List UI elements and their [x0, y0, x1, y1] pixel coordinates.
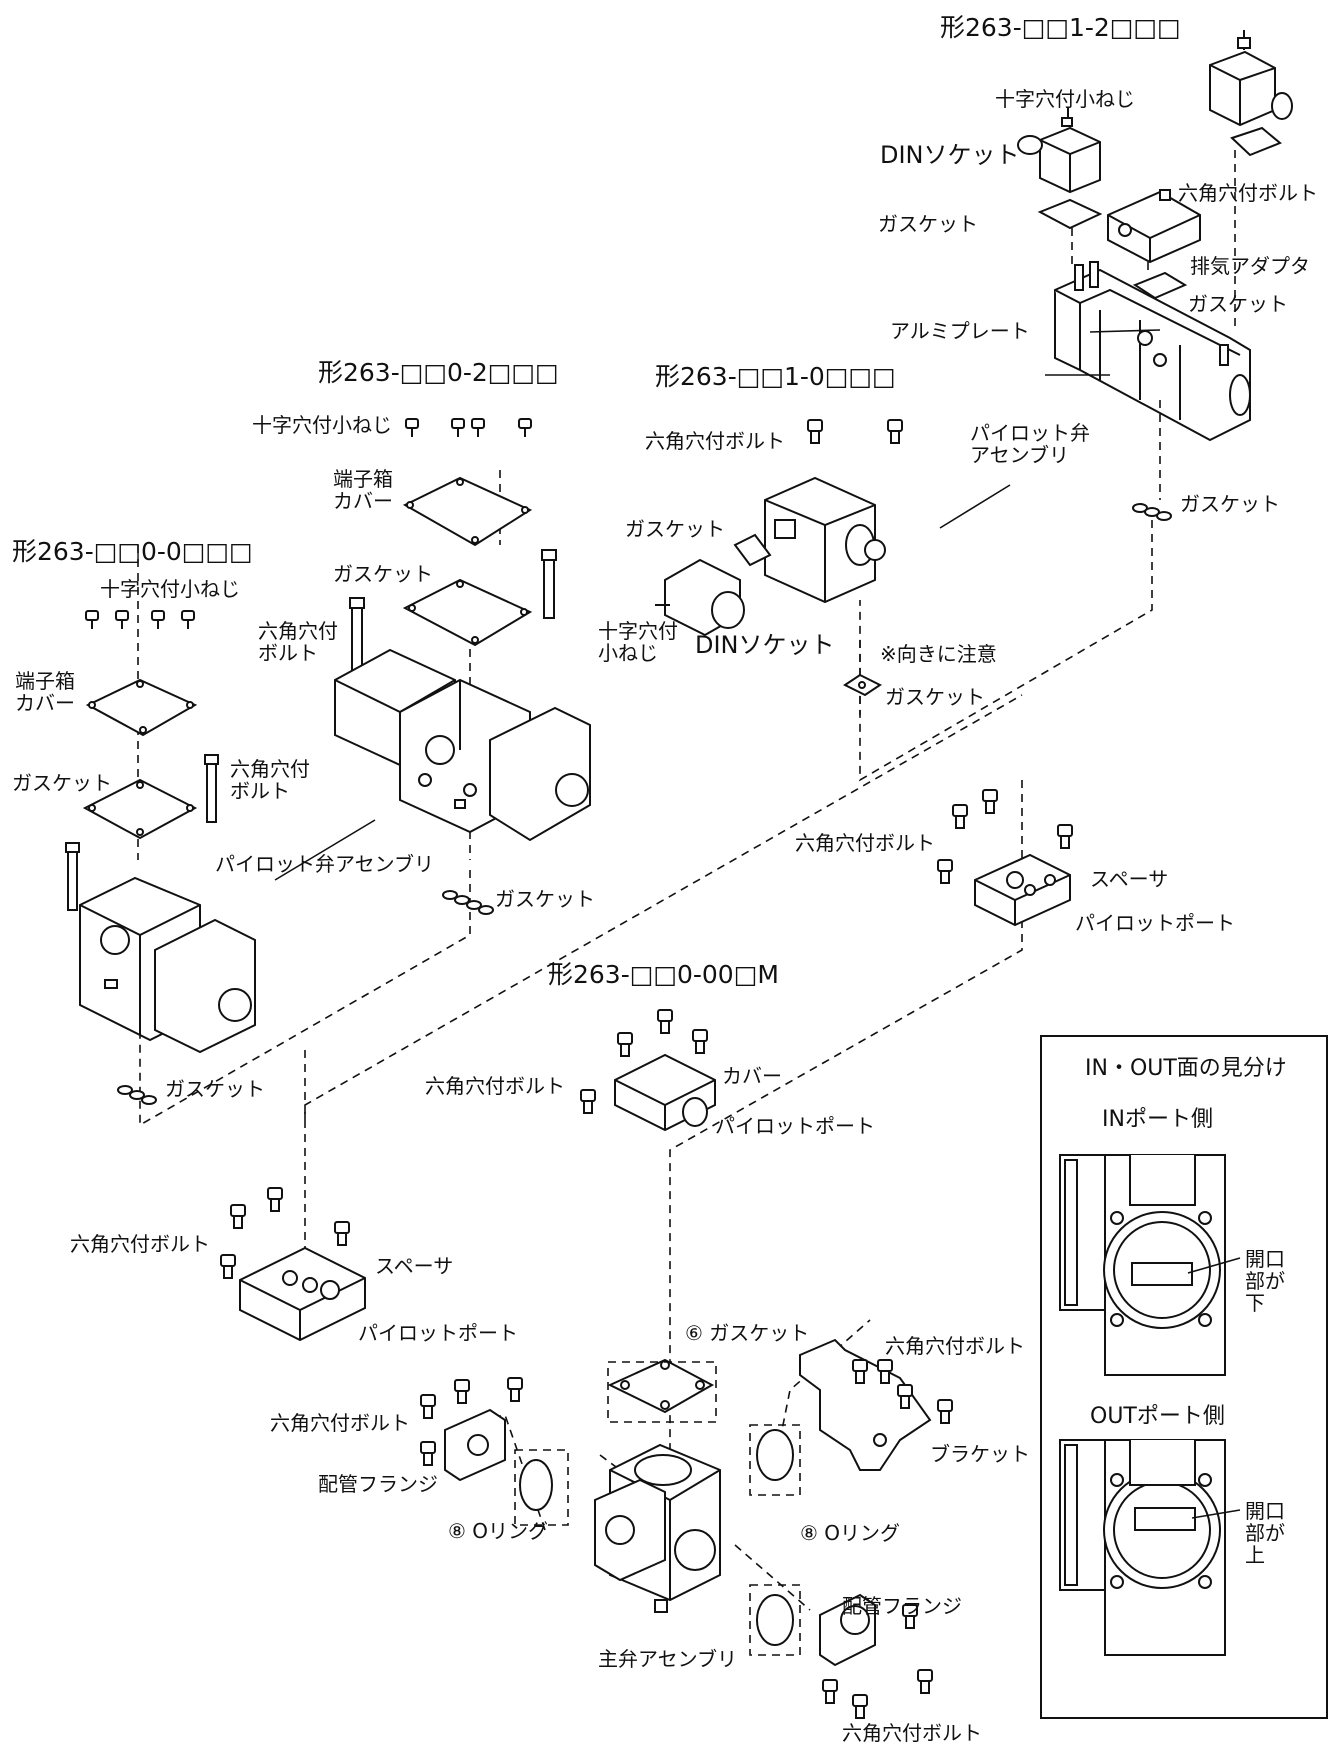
- gasket-pilot-top-right: [1132, 503, 1172, 521]
- label-pilot-valve-tr: パイロット弁アセンブリ: [970, 421, 1090, 467]
- label-hexbolt-m3: 六角穴付ボルト: [645, 429, 785, 453]
- din-socket-center: [655, 558, 745, 637]
- pipe-flange-left: [444, 1408, 506, 1482]
- model-title-1: 形263-□□1-2□□□: [940, 13, 1181, 42]
- label-hexbolt-bracket: 六角穴付ボルト: [885, 1334, 1025, 1358]
- label-gasket-m2b: ガスケット: [495, 887, 595, 911]
- in-port-side-view: [1059, 1154, 1226, 1376]
- label-cover: カバー: [722, 1064, 782, 1088]
- label-din-m3: DINソケット: [695, 631, 835, 659]
- label-gasket-tr: ガスケット: [878, 212, 978, 236]
- label-screw-m4: 十字穴付小ねじ: [100, 577, 240, 601]
- gasket-m3-plate: [733, 533, 772, 567]
- label-terminal-cover-m2: 端子箱カバー: [333, 467, 393, 513]
- label-aluminum-plate: アルミプレート: [890, 319, 1030, 343]
- gasket-m2-rings: [442, 890, 494, 915]
- label-screw-m2: 十字穴付小ねじ: [252, 413, 392, 437]
- label-pilot-port-left: パイロットポート: [358, 1321, 518, 1345]
- screws-m4: [85, 610, 195, 630]
- label-hexbolt-spacer-right: 六角穴付ボルト: [795, 831, 935, 855]
- label-hexbolt-spacer-left: 六角穴付ボルト: [70, 1232, 210, 1256]
- label-gasket-6: ⑥ ガスケット: [685, 1321, 810, 1345]
- din-socket-upper: [1017, 108, 1101, 194]
- label-terminal-cover-m4: 端子箱カバー: [15, 669, 75, 715]
- inset-leaders: [1187, 1257, 1241, 1519]
- label-exhaust-adapter: 排気アダプタ: [1190, 254, 1310, 278]
- label-o-ring-left: ⑧ Oリング: [448, 1519, 549, 1543]
- terminal-cover-m4: [85, 678, 198, 737]
- label-bracket: ブラケット: [930, 1442, 1030, 1466]
- o-ring-left: [519, 1459, 553, 1511]
- label-din-tr: DINソケット: [880, 141, 1020, 169]
- bolts-m4-long: [65, 754, 219, 911]
- pilot-cover: [614, 1053, 716, 1132]
- bracket: [799, 1338, 932, 1471]
- label-hexbolt-m2: 六角穴付ボルト: [258, 619, 338, 665]
- pilot-valve-assembly-center: [764, 476, 886, 604]
- exhaust-adapter: [1107, 189, 1201, 264]
- inset-opening-up: 開口部が上: [1245, 1499, 1285, 1567]
- gasket-6: [607, 1358, 715, 1414]
- label-screw-m3: 十字穴付小ねじ: [598, 619, 678, 665]
- pipe-flange-right: [819, 1593, 876, 1667]
- pilot-valve-assembly-m4: [79, 876, 256, 1054]
- label-pipe-flange-right: 配管フランジ: [842, 1594, 962, 1618]
- model-title-4: 形263-□□0-0□□□: [12, 537, 253, 566]
- label-hexbolt-cover: 六角穴付ボルト: [425, 1074, 565, 1098]
- inset-title: IN・OUT面の見分け: [1085, 1056, 1287, 1081]
- label-gasket-m4: ガスケット: [12, 771, 112, 795]
- model-title-5: 形263-□□0-00□M: [548, 960, 779, 989]
- spacer-left: [239, 1246, 366, 1342]
- bolts-m3: [807, 419, 903, 444]
- label-caution: ※向きに注意: [880, 642, 997, 666]
- o-ring-right-lower: [756, 1594, 794, 1646]
- label-pipe-flange-left: 配管フランジ: [318, 1472, 438, 1496]
- terminal-cover-m2: [402, 476, 533, 547]
- label-main-valve: 主弁アセンブリ: [598, 1647, 737, 1671]
- label-gasket-tr2: ガスケット: [1188, 292, 1288, 316]
- model-title-2: 形263-□□0-2□□□: [318, 358, 559, 387]
- label-gasket-m3b: ガスケット: [885, 685, 985, 709]
- label-pilot-port-right: パイロットポート: [1075, 911, 1235, 935]
- in-out-inset-frame: [1040, 1035, 1328, 1719]
- label-gasket-m4b: ガスケット: [165, 1077, 265, 1101]
- label-hexbolt-flange-left: 六角穴付ボルト: [270, 1411, 410, 1435]
- gasket-exhaust: [1132, 271, 1188, 300]
- label-hexbolt-m4: 六角穴付ボルト: [230, 757, 310, 803]
- label-screw-tr: 十字穴付小ねじ: [995, 87, 1135, 111]
- spacer-right: [974, 853, 1071, 927]
- o-ring-right-upper-highlight: [749, 1424, 801, 1496]
- label-hexbolt-tr: 六角穴付ボルト: [1178, 181, 1318, 205]
- gasket-m4: [82, 778, 198, 840]
- o-ring-right-lower-highlight: [749, 1584, 801, 1656]
- label-gasket-m3: ガスケット: [625, 517, 725, 541]
- din-socket-top-right: [1209, 30, 1293, 157]
- gasket-m2: [402, 578, 533, 647]
- out-port-side-view: [1059, 1439, 1226, 1656]
- pilot-valve-assembly-top: [1054, 261, 1251, 442]
- model-title-3: 形263-□□1-0□□□: [655, 362, 896, 391]
- inset-opening-down: 開口部が下: [1245, 1247, 1285, 1315]
- inset-in-side: INポート側: [1102, 1107, 1213, 1132]
- label-spacer-left: スペーサ: [375, 1254, 454, 1278]
- label-spacer-right: スペーサ: [1090, 867, 1169, 891]
- pilot-valve-assembly-m2: [334, 648, 591, 842]
- screws-m2: [405, 418, 532, 438]
- label-gasket-tr3: ガスケット: [1180, 492, 1280, 516]
- label-gasket-m2: ガスケット: [333, 562, 433, 586]
- gasket-m4-rings: [117, 1085, 157, 1105]
- label-pilot-port-center: パイロットポート: [715, 1114, 875, 1138]
- gasket-top-din: [1037, 198, 1103, 230]
- leader-lines: [274, 329, 1161, 881]
- gasket-m3-small: [843, 673, 882, 697]
- o-ring-right-upper: [756, 1429, 794, 1481]
- o-ring-left-highlight: [514, 1449, 569, 1526]
- label-hexbolt-flange-right: 六角穴付ボルト: [842, 1721, 982, 1745]
- label-o-ring-right: ⑧ Oリング: [800, 1521, 901, 1545]
- main-valve-assembly: [594, 1443, 721, 1613]
- inset-out-side: OUTポート側: [1090, 1404, 1225, 1429]
- label-pilot-valve-m2: パイロット弁アセンブリ: [215, 852, 434, 876]
